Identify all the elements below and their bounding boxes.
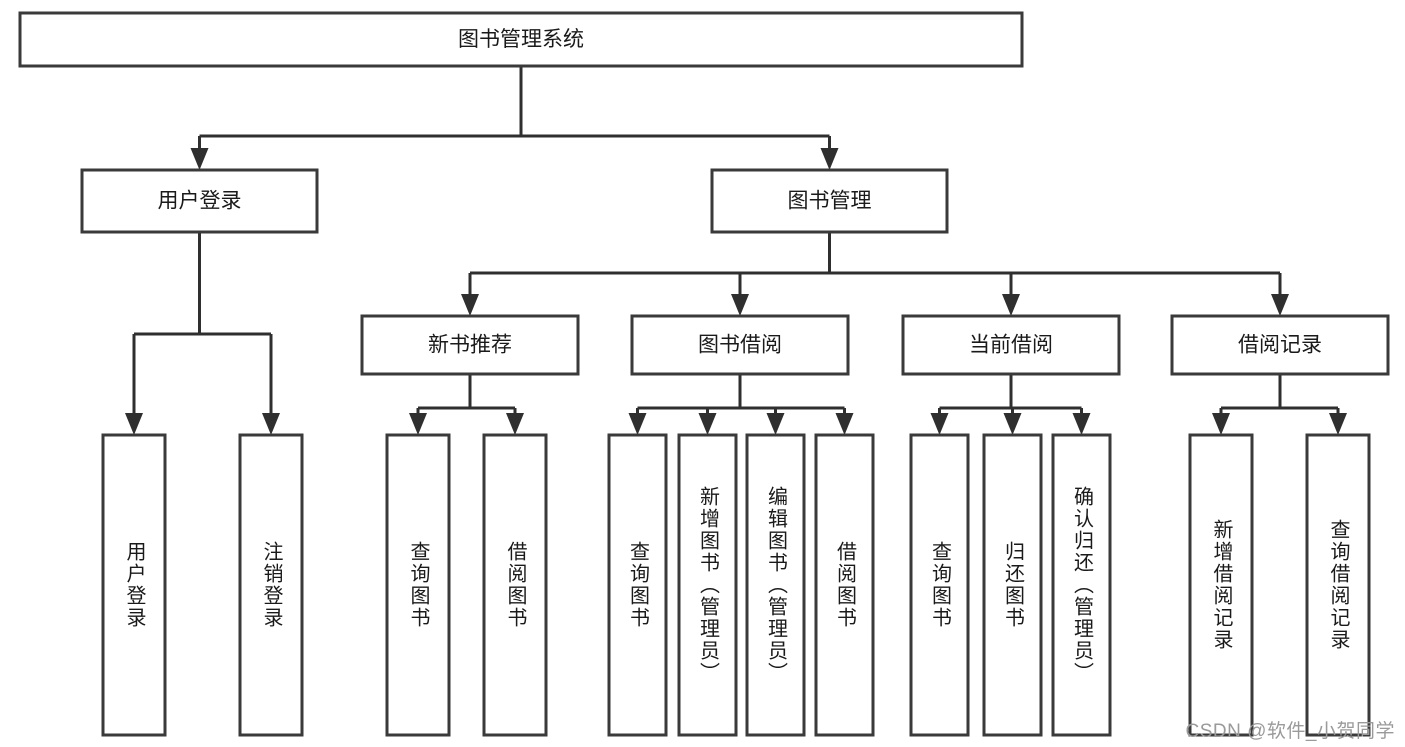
node-new-book-rec[interactable]: 新书推荐 [360,314,580,376]
node-label-wrap-leaf-user-login: 用户登录 [123,541,145,629]
node-box-leaf-user-login [101,433,167,737]
edge-user-login-arrowhead-0 [125,413,143,435]
node-leaf-edit-book[interactable]: 编辑图书（管理员） [745,433,806,737]
node-leaf-query-book-rec[interactable]: 查询图书 [385,433,451,737]
edge-root-arrowhead-0 [190,148,209,170]
node-label-leaf-query-book-rec: 查询图书 [407,541,429,629]
node-label-book-manage: 图书管理 [788,190,872,213]
edge-current-borrow-arrowhead-2 [1072,413,1091,435]
node-box-leaf-user-logout [238,433,304,737]
node-label-wrap-leaf-query-record: 查询借阅记录 [1327,519,1349,651]
node-label-leaf-return-book: 归还图书 [1001,541,1024,629]
node-label-wrap-leaf-query-book-rec: 查询图书 [407,541,429,629]
node-box-leaf-add-record [1188,433,1254,737]
node-label-wrap-leaf-confirm-return: 确认归还（管理员） [1070,486,1093,684]
edge-root-arrowhead-1 [820,148,839,170]
edge-current-borrow-arrowhead-0 [930,413,949,435]
node-current-borrow[interactable]: 当前借阅 [901,314,1121,376]
node-leaf-user-logout[interactable]: 注销登录 [238,433,304,737]
node-label-wrap-leaf-query-book-borrow: 查询图书 [626,541,649,629]
edge-book-manage-arrowhead-0 [461,294,479,316]
node-label-current-borrow: 当前借阅 [969,334,1053,357]
node-leaf-borrow-book-rec[interactable]: 借阅图书 [482,433,548,737]
node-label-leaf-borrow-book-rec: 借阅图书 [504,541,526,629]
node-box-book-borrow [630,314,850,376]
node-borrow-record[interactable]: 借阅记录 [1170,314,1390,376]
node-box-leaf-borrow-book [814,433,875,737]
node-label-leaf-user-logout: 注销登录 [260,541,282,629]
edge-borrow-record-arrowhead-1 [1329,413,1347,435]
node-label-wrap-leaf-query-book-cur: 查询图书 [928,541,951,629]
edge-current-borrow-arrowhead-1 [1003,413,1022,435]
node-label-wrap-leaf-borrow-book-rec: 借阅图书 [504,541,526,629]
node-label-wrap-leaf-user-logout: 注销登录 [260,541,282,629]
node-label-wrap-leaf-add-book: 新增图书（管理员） [696,486,719,684]
node-label-wrap-leaf-edit-book: 编辑图书（管理员） [764,486,787,684]
node-box-current-borrow [901,314,1121,376]
edge-book-borrow-arrowhead-3 [835,413,854,435]
diagram-nodes-layer: 图书管理系统用户登录图书管理新书推荐图书借阅当前借阅借阅记录用户登录注销登录查询… [18,11,1390,737]
edge-book-borrow-arrowhead-1 [698,413,717,435]
node-label-borrow-record: 借阅记录 [1238,334,1322,357]
node-box-leaf-edit-book [745,433,806,737]
node-label-leaf-query-book-borrow: 查询图书 [626,541,649,629]
node-box-new-book-rec [360,314,580,376]
node-box-root [18,11,1024,68]
node-leaf-query-book-borrow[interactable]: 查询图书 [607,433,668,737]
node-box-leaf-query-record [1305,433,1371,737]
edge-book-manage-arrowhead-2 [1002,294,1020,316]
node-label-leaf-query-book-cur: 查询图书 [928,541,951,629]
node-label-new-book-rec: 新书推荐 [428,334,512,357]
node-box-leaf-query-book-rec [385,433,451,737]
node-box-leaf-add-book [677,433,738,737]
node-box-borrow-record [1170,314,1390,376]
edge-book-borrow-arrowhead-0 [628,413,647,435]
node-label-leaf-add-book: 新增图书（管理员） [696,486,719,684]
edge-borrow-record-arrowhead-0 [1212,413,1230,435]
connector-edges-layer [125,66,1347,435]
node-leaf-confirm-return[interactable]: 确认归还（管理员） [1051,433,1112,737]
node-label-wrap-leaf-borrow-book: 借阅图书 [833,541,856,629]
node-book-borrow[interactable]: 图书借阅 [630,314,850,376]
node-box-leaf-confirm-return [1051,433,1112,737]
node-box-leaf-query-book-borrow [607,433,668,737]
node-box-leaf-return-book [982,433,1043,737]
node-label-wrap-leaf-add-record: 新增借阅记录 [1210,519,1232,651]
node-label-root: 图书管理系统 [458,28,584,51]
node-label-leaf-user-login: 用户登录 [123,541,145,629]
node-label-leaf-borrow-book: 借阅图书 [833,541,856,629]
node-leaf-return-book[interactable]: 归还图书 [982,433,1043,737]
node-label-leaf-edit-book: 编辑图书（管理员） [764,486,787,684]
edge-new-book-rec-arrowhead-1 [506,413,524,435]
node-label-book-borrow: 图书借阅 [698,334,782,357]
node-box-leaf-borrow-book-rec [482,433,548,737]
node-leaf-borrow-book[interactable]: 借阅图书 [814,433,875,737]
edge-book-manage-arrowhead-1 [731,294,749,316]
node-label-user-login: 用户登录 [158,190,242,213]
node-box-leaf-query-book-cur [909,433,970,737]
node-box-book-manage [710,168,949,234]
node-leaf-user-login[interactable]: 用户登录 [101,433,167,737]
node-leaf-add-record[interactable]: 新增借阅记录 [1188,433,1254,737]
node-label-wrap-leaf-return-book: 归还图书 [1001,541,1024,629]
edge-book-borrow-arrowhead-2 [766,413,785,435]
node-leaf-add-book[interactable]: 新增图书（管理员） [677,433,738,737]
node-root[interactable]: 图书管理系统 [18,11,1024,68]
node-leaf-query-record[interactable]: 查询借阅记录 [1305,433,1371,737]
node-label-leaf-add-record: 新增借阅记录 [1210,519,1232,651]
node-user-login[interactable]: 用户登录 [80,168,319,234]
node-book-manage[interactable]: 图书管理 [710,168,949,234]
edge-new-book-rec-arrowhead-0 [409,413,427,435]
node-label-leaf-confirm-return: 确认归还（管理员） [1070,486,1093,684]
edge-user-login-arrowhead-1 [262,413,280,435]
node-label-leaf-query-record: 查询借阅记录 [1327,519,1349,651]
edge-book-manage-arrowhead-3 [1271,294,1289,316]
node-leaf-query-book-cur[interactable]: 查询图书 [909,433,970,737]
node-box-user-login [80,168,319,234]
